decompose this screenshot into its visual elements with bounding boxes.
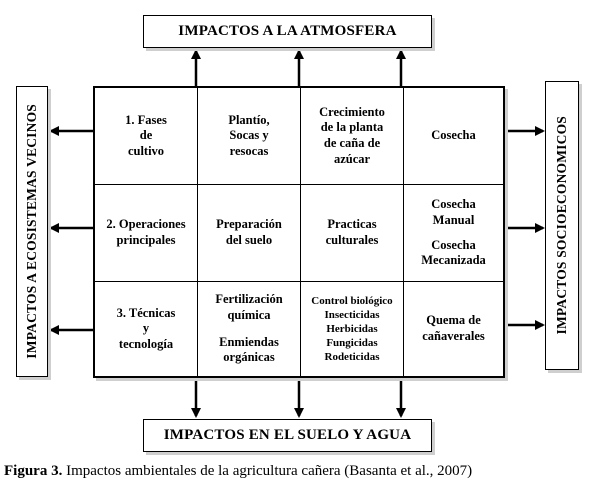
row-header-tecnicas: 3. Técnicas y tecnología bbox=[95, 282, 198, 376]
figure-caption: Figura 3. Impactos ambientales de la agr… bbox=[4, 463, 472, 480]
impact-soil-water-box: IMPACTOS EN EL SUELO Y AGUA bbox=[143, 419, 432, 452]
cell-plantio: Plantío, Socas y resocas bbox=[198, 88, 301, 185]
activity-matrix: 1. Fases de cultivo Plantío, Socas y res… bbox=[93, 86, 505, 378]
impact-ecosystems-box: IMPACTOS A ECOSISTEMAS VECINOS bbox=[16, 86, 48, 377]
cell-crecimiento: Crecimiento de la planta de caña de azúc… bbox=[301, 88, 404, 185]
row-header-fases-cultivo: 1. Fases de cultivo bbox=[95, 88, 198, 185]
cell-quema: Quema de cañaverales bbox=[422, 313, 485, 343]
cell-fertilizacion: Fertilización química Enmiendas orgánica… bbox=[198, 282, 301, 376]
impact-ecosystems-label: IMPACTOS A ECOSISTEMAS VECINOS bbox=[24, 104, 39, 359]
caption-label: Figura 3. bbox=[4, 463, 63, 479]
cell-cosecha: Cosecha bbox=[404, 88, 503, 185]
cell-control-biologico: Control biológico Insecticidas Herbicida… bbox=[301, 282, 404, 376]
impact-atmosphere-box: IMPACTOS A LA ATMOSFERA bbox=[143, 15, 432, 48]
row-header-operaciones: 2. Operaciones principales bbox=[95, 185, 198, 282]
impact-socioeconomic-box: IMPACTOS SOCIOECONOMICOS bbox=[545, 81, 579, 370]
cell-cosecha-tipos: Cosecha Manual Cosecha Mecanizada bbox=[404, 185, 503, 282]
impact-soil-water-label: IMPACTOS EN EL SUELO Y AGUA bbox=[163, 427, 412, 443]
caption-text: Impactos ambientales de la agricultura c… bbox=[62, 463, 473, 479]
impact-atmosphere-label: IMPACTOS A LA ATMOSFERA bbox=[178, 23, 397, 39]
impact-socioeconomic-label: IMPACTOS SOCIOECONOMICOS bbox=[554, 116, 569, 335]
cell-preparacion-suelo: Preparación del suelo bbox=[198, 185, 301, 282]
cell-practicas-culturales: Practicas culturales bbox=[301, 185, 404, 282]
